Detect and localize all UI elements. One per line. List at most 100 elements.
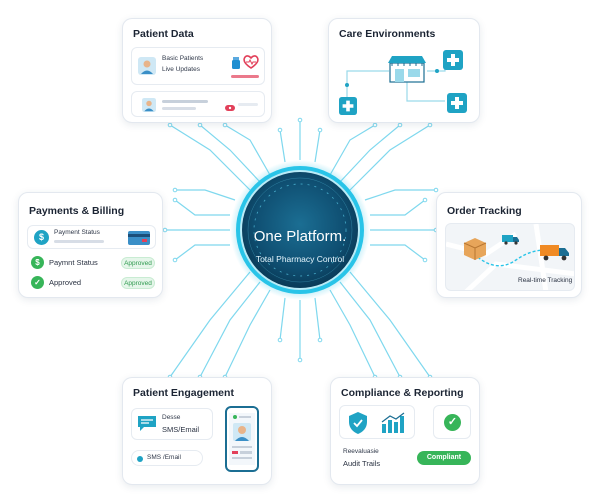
circuit-trace	[169, 271, 251, 378]
medical-cross-icon	[447, 93, 467, 118]
compliance-line2: Audit Trails	[343, 459, 381, 468]
circuit-node	[317, 127, 323, 133]
platform-subtitle: Total Pharmacy Control	[255, 254, 345, 264]
message-line2: SMS/Email	[162, 425, 200, 434]
credit-card-icon	[128, 231, 150, 250]
care-environments-title: Care Environments	[339, 28, 436, 40]
circuit-node	[397, 122, 403, 128]
patient-data-line2: Live Updates	[162, 66, 200, 73]
tracking-map: Real-time Tracking	[445, 223, 575, 291]
payment-row1-status: Approved	[121, 257, 155, 269]
avatar	[142, 98, 156, 112]
circuit-trace	[314, 129, 321, 163]
circuit-trace	[199, 124, 261, 183]
pill-icon	[231, 56, 241, 74]
patient-data-card: Patient Data Basic Patients Live Updates	[122, 18, 272, 123]
circuit-trace	[175, 189, 236, 201]
delivery-truck-icon	[502, 232, 520, 250]
circuit-trace	[339, 281, 401, 378]
circuit-node	[277, 337, 283, 343]
compliance-reporting-title: Compliance & Reporting	[341, 387, 464, 399]
pharmacy-storefront-icon	[387, 53, 427, 88]
circuit-node	[422, 197, 428, 203]
circuit-node	[427, 122, 433, 128]
message-panel: Desse SMS/Email	[131, 408, 213, 440]
payment-status-panel: $ Payment Status	[27, 225, 156, 249]
payments-billing-title: Payments & Billing	[29, 205, 125, 217]
sms-email-pill: SMS /Email	[131, 450, 203, 466]
care-environments-card: Care Environments	[328, 18, 480, 123]
package-icon	[462, 236, 488, 267]
circuit-trace	[279, 297, 286, 341]
circuit-trace	[370, 244, 426, 261]
patient-engagement-title: Patient Engagement	[133, 387, 234, 399]
circuit-node	[162, 227, 168, 233]
compliant-badge: Compliant	[417, 451, 471, 465]
avatar	[138, 57, 156, 75]
circuit-node	[433, 187, 439, 193]
dollar-icon: $	[34, 230, 49, 245]
compliance-line1: Reevaluasie	[343, 448, 379, 455]
patient-data-line1: Basic Patients	[162, 55, 204, 62]
message-line1: Desse	[162, 414, 181, 421]
circuit-node	[372, 122, 378, 128]
patient-record-bar	[162, 107, 196, 110]
core-orb	[230, 160, 370, 300]
order-tracking-title: Order Tracking	[447, 205, 522, 217]
patient-record-bar	[162, 100, 208, 103]
payment-status-label: Payment Status	[54, 229, 100, 236]
chat-bubble-icon	[137, 415, 157, 438]
circuit-trace	[314, 297, 321, 341]
circuit-node	[172, 187, 178, 193]
circuit-node	[317, 337, 323, 343]
circuit-trace	[349, 124, 431, 191]
delivery-truck-icon	[540, 242, 570, 267]
circuit-trace	[169, 124, 251, 191]
compliance-check-panel: ✓	[433, 405, 471, 439]
circuit-node	[422, 257, 428, 263]
circuit-trace	[329, 124, 376, 176]
circuit-trace	[339, 124, 401, 183]
circuit-trace	[224, 289, 271, 378]
medical-cross-icon	[339, 97, 357, 120]
smartphone-icon	[225, 406, 259, 477]
patient-data-panel-1: Basic Patients Live Updates	[131, 47, 265, 85]
check-icon: ✓	[444, 414, 461, 431]
dollar-icon: $	[31, 256, 44, 269]
patient-record-bar	[238, 103, 258, 106]
chat-dot-icon	[137, 456, 143, 462]
circuit-trace	[174, 244, 230, 261]
bar-chart-icon	[380, 412, 406, 439]
circuit-node	[297, 117, 303, 123]
shield-icon	[348, 411, 368, 440]
check-icon: ✓	[31, 276, 44, 289]
payment-row1-label: Paymnt Status	[49, 258, 98, 267]
circuit-node	[222, 122, 228, 128]
sms-email-pill-label: SMS /Email	[147, 454, 181, 461]
circuit-trace	[370, 199, 426, 216]
platform-title: One Platform.	[253, 228, 347, 245]
circuit-trace	[224, 124, 271, 176]
payment-row2-status: Approved	[121, 277, 155, 289]
compliance-reporting-card: Compliance & Reporting ✓ Reevaluasie Aud…	[330, 377, 480, 485]
patient-data-bar	[231, 75, 259, 78]
tracking-label: Real-time Tracking	[518, 277, 573, 284]
patient-data-title: Patient Data	[133, 28, 194, 40]
compliance-panel	[339, 405, 415, 439]
circuit-trace	[364, 189, 436, 201]
patient-data-panel-2	[131, 91, 265, 117]
payment-status-bar	[54, 240, 104, 243]
circuit-trace	[174, 199, 230, 216]
payment-row2-label: Approved	[49, 278, 82, 287]
bandage-icon	[224, 100, 236, 118]
circuit-node	[197, 122, 203, 128]
circuit-node	[167, 122, 173, 128]
circuit-node	[172, 257, 178, 263]
medical-cross-icon	[443, 50, 463, 75]
circuit-node	[277, 127, 283, 133]
central-platform-core: One Platform. Total Pharmacy Control	[230, 160, 370, 300]
circuit-node	[172, 197, 178, 203]
circuit-trace	[199, 281, 261, 378]
